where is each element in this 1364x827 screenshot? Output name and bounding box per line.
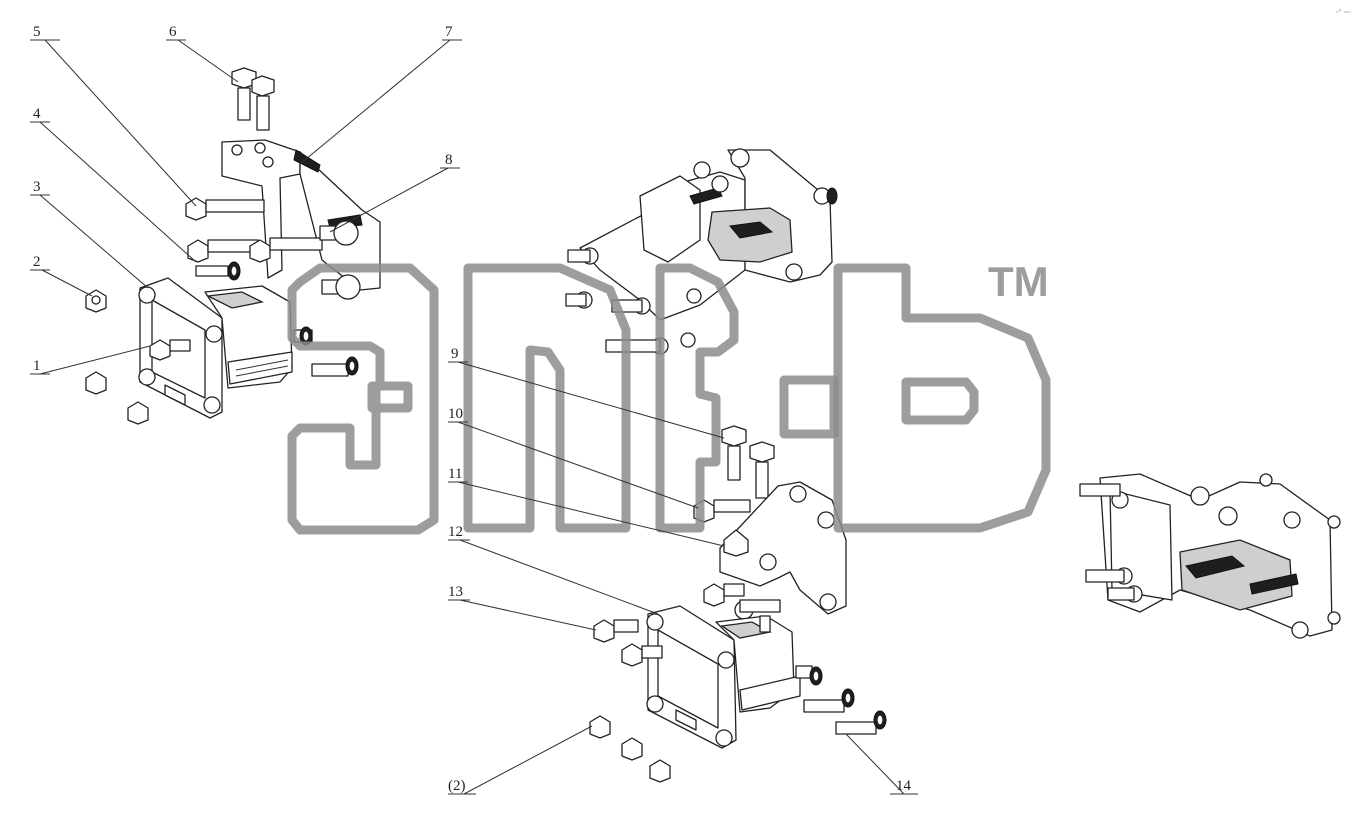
rubber-cushion-left	[204, 285, 293, 389]
engine-mount-assembled-right	[1079, 473, 1341, 639]
bolt-1-center	[149, 339, 191, 361]
watermark-tm: TM	[988, 258, 1049, 305]
bolt-5	[185, 197, 265, 221]
callout-2-ref: (2)	[448, 778, 466, 794]
mount-base-plate-lower	[646, 605, 737, 749]
corner-mark: ◦° ◦◦◦	[1336, 8, 1351, 16]
callout-6: 6	[169, 24, 177, 40]
callout-5: 5	[33, 24, 41, 40]
callout-9: 9	[451, 346, 459, 362]
callout-2: 2	[33, 254, 41, 270]
nut-2-lower-a	[85, 371, 107, 395]
nut-left-lower	[621, 643, 663, 667]
bolt-11-lower	[703, 583, 781, 620]
nut-2	[85, 289, 107, 313]
bolt-washer-right-left	[293, 326, 359, 377]
bolt-13	[593, 619, 639, 643]
callout-14: 14	[896, 778, 912, 794]
engine-mount-left-assembly	[85, 67, 381, 425]
bolt-6-pair	[231, 67, 275, 131]
nut-2-ref	[589, 715, 671, 783]
nut-2-lower-b	[127, 401, 149, 425]
watermark-logo: TM	[287, 258, 1051, 535]
callout-labels: 5 6 7 4 8 3 2 1 9 10 11 12 13 (2) 14	[33, 24, 912, 794]
bracket-11	[719, 481, 847, 615]
callout-4: 4	[33, 106, 41, 122]
callout-11: 11	[448, 466, 462, 482]
callout-7: 7	[445, 24, 453, 40]
callout-3: 3	[33, 179, 41, 195]
bolt-9-pair	[721, 425, 775, 499]
callout-13: 13	[448, 584, 463, 600]
callout-8: 8	[445, 152, 453, 168]
callout-10: 10	[448, 406, 463, 422]
callout-12: 12	[448, 524, 463, 540]
engine-mount-assembled-top	[565, 148, 838, 355]
bolt-3-washer	[195, 261, 241, 281]
callout-1: 1	[33, 358, 41, 374]
bolt-14-washers	[795, 665, 887, 735]
rubber-cushion-lower	[715, 615, 801, 713]
leader-lines	[30, 39, 918, 795]
engine-mount-lower-assembly	[589, 425, 887, 783]
bolt-4	[187, 237, 323, 263]
